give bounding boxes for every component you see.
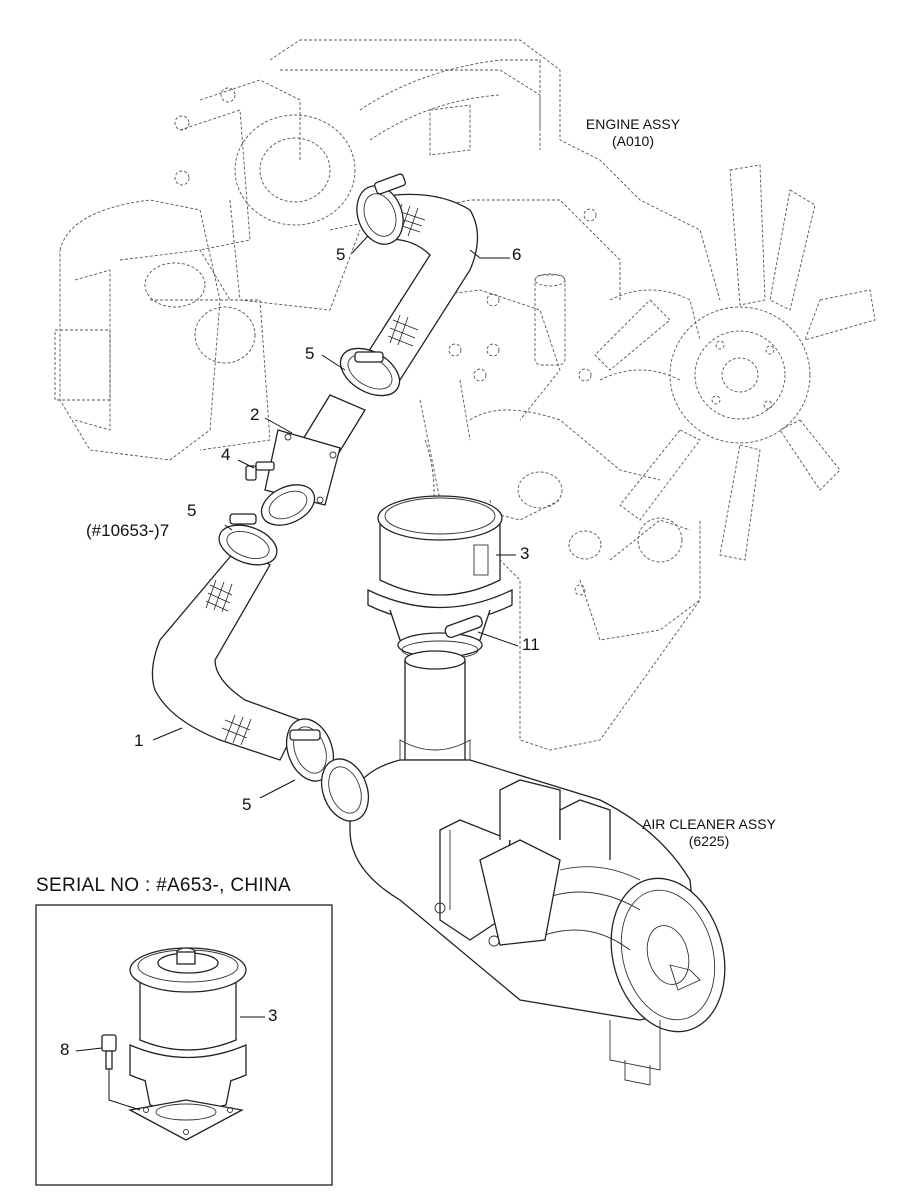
- precleaner-3: [367, 495, 513, 660]
- air-cleaner-assy-name: AIR CLEANER ASSY: [642, 816, 776, 832]
- callout-5-mid: 5: [187, 501, 197, 520]
- clamp-5-top: [356, 173, 406, 245]
- inset-callout-3: 3: [268, 1006, 278, 1025]
- hose-6: [359, 193, 479, 381]
- callout-7-serial: (#10653-)7: [86, 521, 170, 540]
- callout-6: 6: [512, 245, 522, 264]
- air-cleaner-assy-label: AIR CLEANER ASSY (6225): [614, 816, 804, 850]
- intake-pipe: [399, 650, 471, 781]
- air-cleaner-body: [320, 758, 726, 1086]
- callout-5-bottom: 5: [242, 795, 252, 814]
- leader-lines: [75, 235, 519, 1052]
- inset-callout-8: 8: [60, 1040, 70, 1059]
- clamp-5-bottom: [285, 718, 335, 782]
- pipe-2: [260, 394, 366, 526]
- callout-5-upper: 5: [305, 344, 315, 363]
- clamp-5-upper: [339, 347, 401, 397]
- hose-1: [151, 544, 301, 761]
- engine-assy-name: ENGINE ASSY: [585, 116, 681, 132]
- inset-frame: [35, 904, 333, 1186]
- callout-2: 2: [250, 405, 260, 424]
- callout-3-main: 3: [520, 544, 530, 563]
- inset-bolt-8: [101, 1034, 141, 1111]
- callout-11: 11: [522, 635, 540, 654]
- inset-title: SERIAL NO : #A653-, CHINA: [36, 875, 291, 896]
- air-cleaner-assy-code: (6225): [688, 832, 730, 849]
- inset-precleaner-3: [128, 947, 247, 1141]
- callout-1: 1: [134, 731, 144, 750]
- callout-5-top: 5: [336, 245, 346, 264]
- engine-assy-label: ENGINE ASSY (A010): [568, 116, 698, 150]
- callout-4: 4: [221, 445, 231, 464]
- engine-block-outline: [54, 39, 876, 751]
- clamp-7: [218, 513, 278, 566]
- engine-assy-code: (A010): [611, 132, 655, 149]
